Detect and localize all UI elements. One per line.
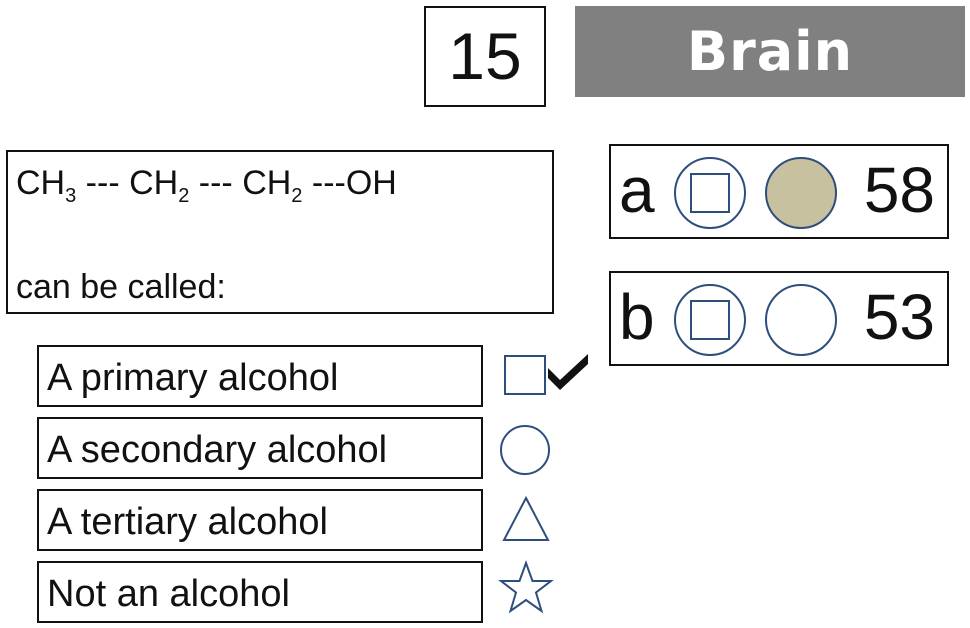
brand-logo-text: Brain School xyxy=(665,20,875,174)
score-symbols xyxy=(674,157,837,229)
filled-circle-icon xyxy=(765,157,837,229)
score-letter: a xyxy=(619,154,655,226)
score-symbols xyxy=(674,284,837,356)
star-icon xyxy=(498,560,554,614)
answer-option-secondary[interactable]: A secondary alcohol xyxy=(37,417,483,479)
brand-banner: Brain School xyxy=(575,6,965,174)
answer-option-tertiary[interactable]: A tertiary alcohol xyxy=(37,489,483,551)
square-icon xyxy=(504,354,588,395)
question-box: CH3 --- CH2 --- CH2 ---OH can be called: xyxy=(6,150,554,314)
square-in-circle-icon xyxy=(674,284,746,356)
question-number: 15 xyxy=(424,6,546,107)
triangle-icon xyxy=(502,495,550,541)
score-letter: b xyxy=(619,281,655,353)
square-in-circle-icon xyxy=(674,157,746,229)
question-caption: can be called: xyxy=(16,268,226,306)
score-row-b: b 53 xyxy=(609,271,949,366)
answer-option-primary[interactable]: A primary alcohol xyxy=(37,345,483,407)
check-mark-icon xyxy=(548,354,588,390)
answer-option-not-alcohol[interactable]: Not an alcohol xyxy=(37,561,483,623)
score-row-a: a 58 xyxy=(609,144,949,239)
circle-icon xyxy=(500,425,550,475)
score-count: 53 xyxy=(863,281,935,353)
empty-circle-icon xyxy=(765,284,837,356)
score-count: 58 xyxy=(863,154,935,226)
chemical-formula: CH3 --- CH2 --- CH2 ---OH xyxy=(16,164,397,207)
